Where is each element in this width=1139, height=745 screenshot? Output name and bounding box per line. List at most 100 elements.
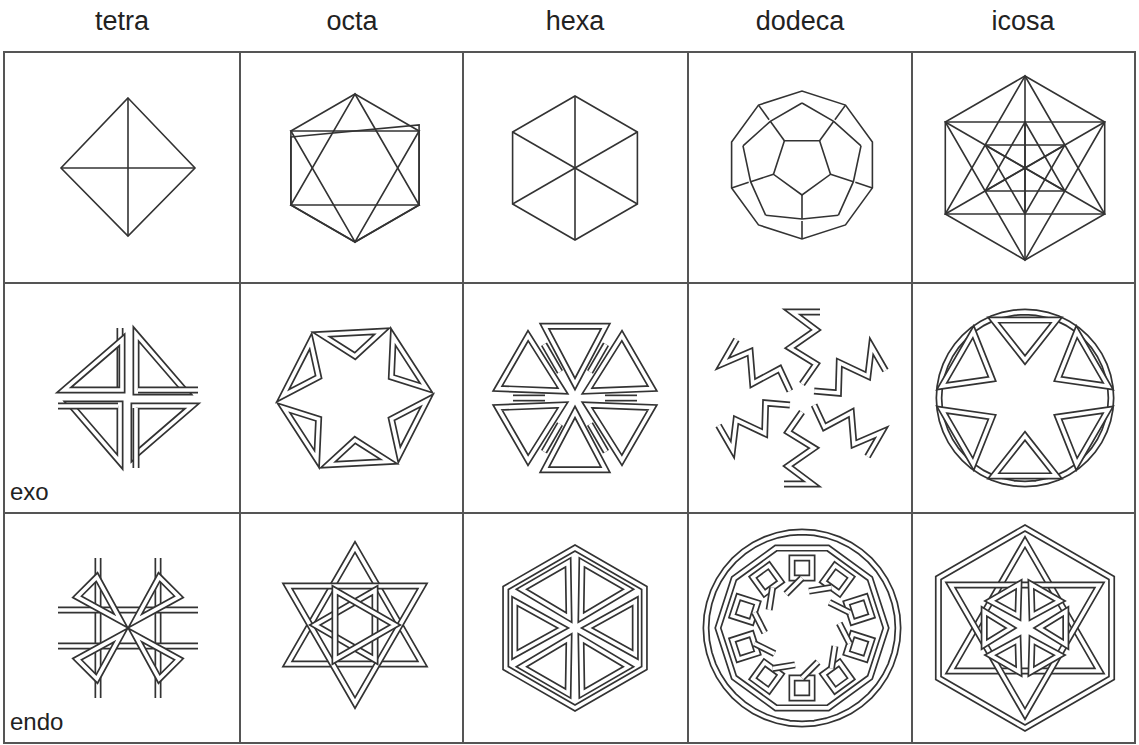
ribbon-fill [513, 396, 545, 400]
ribbon-fill [283, 341, 319, 395]
ribbon-fill [990, 584, 1019, 616]
ribbon-outline [70, 404, 120, 462]
ribbon-fill [135, 577, 179, 621]
ribbon-outline [823, 663, 851, 691]
polyhedron-edge [945, 76, 1104, 260]
ribbon-fill [831, 646, 835, 668]
ribbon-outline [1031, 640, 1060, 672]
polyhedron-edge [855, 182, 872, 188]
ribbon-fill [809, 588, 831, 592]
ribbon-outline [77, 577, 121, 621]
row-rule [4, 512, 1135, 514]
ribbon-fill [58, 608, 198, 612]
ribbon-fill [328, 440, 389, 465]
ribbon-outline [136, 334, 186, 392]
column-heading: hexa [546, 8, 605, 35]
ribbon-outline [391, 337, 426, 388]
ribbon-fill [773, 665, 795, 669]
ribbon-outline [284, 408, 319, 459]
polyhedron-edge [945, 145, 1065, 214]
ribbon-outline [951, 542, 1100, 671]
polyhedron-edge [835, 105, 846, 120]
ribbon-fill [64, 340, 122, 390]
ribbon-fill [754, 644, 774, 654]
ribbon-fill [284, 408, 319, 459]
ribbon-fill [814, 405, 881, 457]
ribbon-fill [391, 401, 427, 455]
ribbon-fill [994, 320, 1057, 360]
polyhedron-edge [127, 98, 129, 236]
ribbon-outline [942, 332, 992, 387]
ribbon-outline [587, 336, 652, 391]
ribbon-fill [706, 532, 898, 724]
column-heading: octa [326, 8, 377, 35]
ribbon-outline [581, 638, 628, 693]
ribbon-fill [522, 562, 569, 617]
ribbon-fill [790, 312, 820, 384]
ribbon-outline [138, 387, 198, 394]
ribbon-fill [335, 590, 395, 659]
ribbon-outline [498, 405, 563, 460]
ribbon-outline [315, 590, 375, 659]
polyhedron-edge [945, 122, 1104, 260]
ribbon-outline [839, 623, 849, 643]
ribbon-fill [1058, 410, 1108, 465]
polyhedron-edge [61, 98, 195, 236]
ribbon-fill [506, 548, 645, 708]
ribbon-outline [64, 340, 122, 390]
ribbon-outline [938, 528, 1111, 728]
ribbon-fill [942, 410, 992, 465]
polyhedron-edge [820, 121, 834, 140]
ribbon-outline [498, 336, 563, 391]
ribbon-fill [990, 640, 1019, 672]
polyhedron-edge [945, 122, 1065, 191]
ribbon-fill [769, 588, 773, 610]
ribbon-outline [786, 578, 802, 594]
ribbon-outline [391, 401, 427, 455]
ribbon-fill [134, 406, 192, 456]
ribbon-outline [283, 341, 319, 395]
ribbon-outline [58, 403, 118, 410]
polyhedron-edge [1024, 122, 1026, 260]
ribbon-outline [506, 548, 645, 708]
ribbon-outline [135, 635, 179, 679]
polyhedron-edge [513, 132, 638, 204]
ribbon-outline [990, 640, 1019, 672]
ribbon-outline [134, 406, 192, 456]
ribbon-outline [288, 547, 423, 664]
polyhedron-edge [759, 105, 770, 120]
ribbon-outline [994, 320, 1057, 360]
polyhedron-edge [831, 174, 854, 181]
ribbon-fill [723, 339, 790, 391]
ribbon-fill [498, 405, 563, 460]
ribbon-fill [718, 548, 886, 708]
ribbon-fill [605, 396, 637, 400]
ribbon-outline [802, 662, 818, 678]
ribbon-fill [581, 638, 628, 693]
ribbon-fill [288, 586, 423, 703]
row-rule [4, 282, 1135, 284]
ribbon-outline [723, 339, 790, 391]
ribbon-outline [809, 588, 831, 592]
column-heading: icosa [991, 8, 1054, 35]
row-label: endo [10, 710, 63, 734]
polyhedron-edge [291, 94, 419, 242]
ribbon-outline [77, 635, 121, 679]
ribbon-fill [134, 408, 138, 468]
ribbon-fill [754, 613, 764, 633]
ribbon-fill [288, 547, 423, 664]
ribbon-fill [814, 346, 885, 393]
ribbon-outline [335, 590, 395, 659]
polyhedron-edge [802, 103, 861, 146]
ribbon-fill [391, 337, 426, 388]
ribbon-outline [814, 346, 885, 393]
polyhedron-edge [774, 141, 831, 195]
ribbon-outline [753, 566, 781, 594]
ribbon-outline [1058, 332, 1108, 387]
polyhedron-edge [513, 132, 638, 204]
ribbon-fill [58, 644, 198, 648]
ribbon-outline [831, 646, 835, 668]
ribbon-outline [706, 532, 898, 724]
ribbon-outline [1058, 410, 1108, 465]
